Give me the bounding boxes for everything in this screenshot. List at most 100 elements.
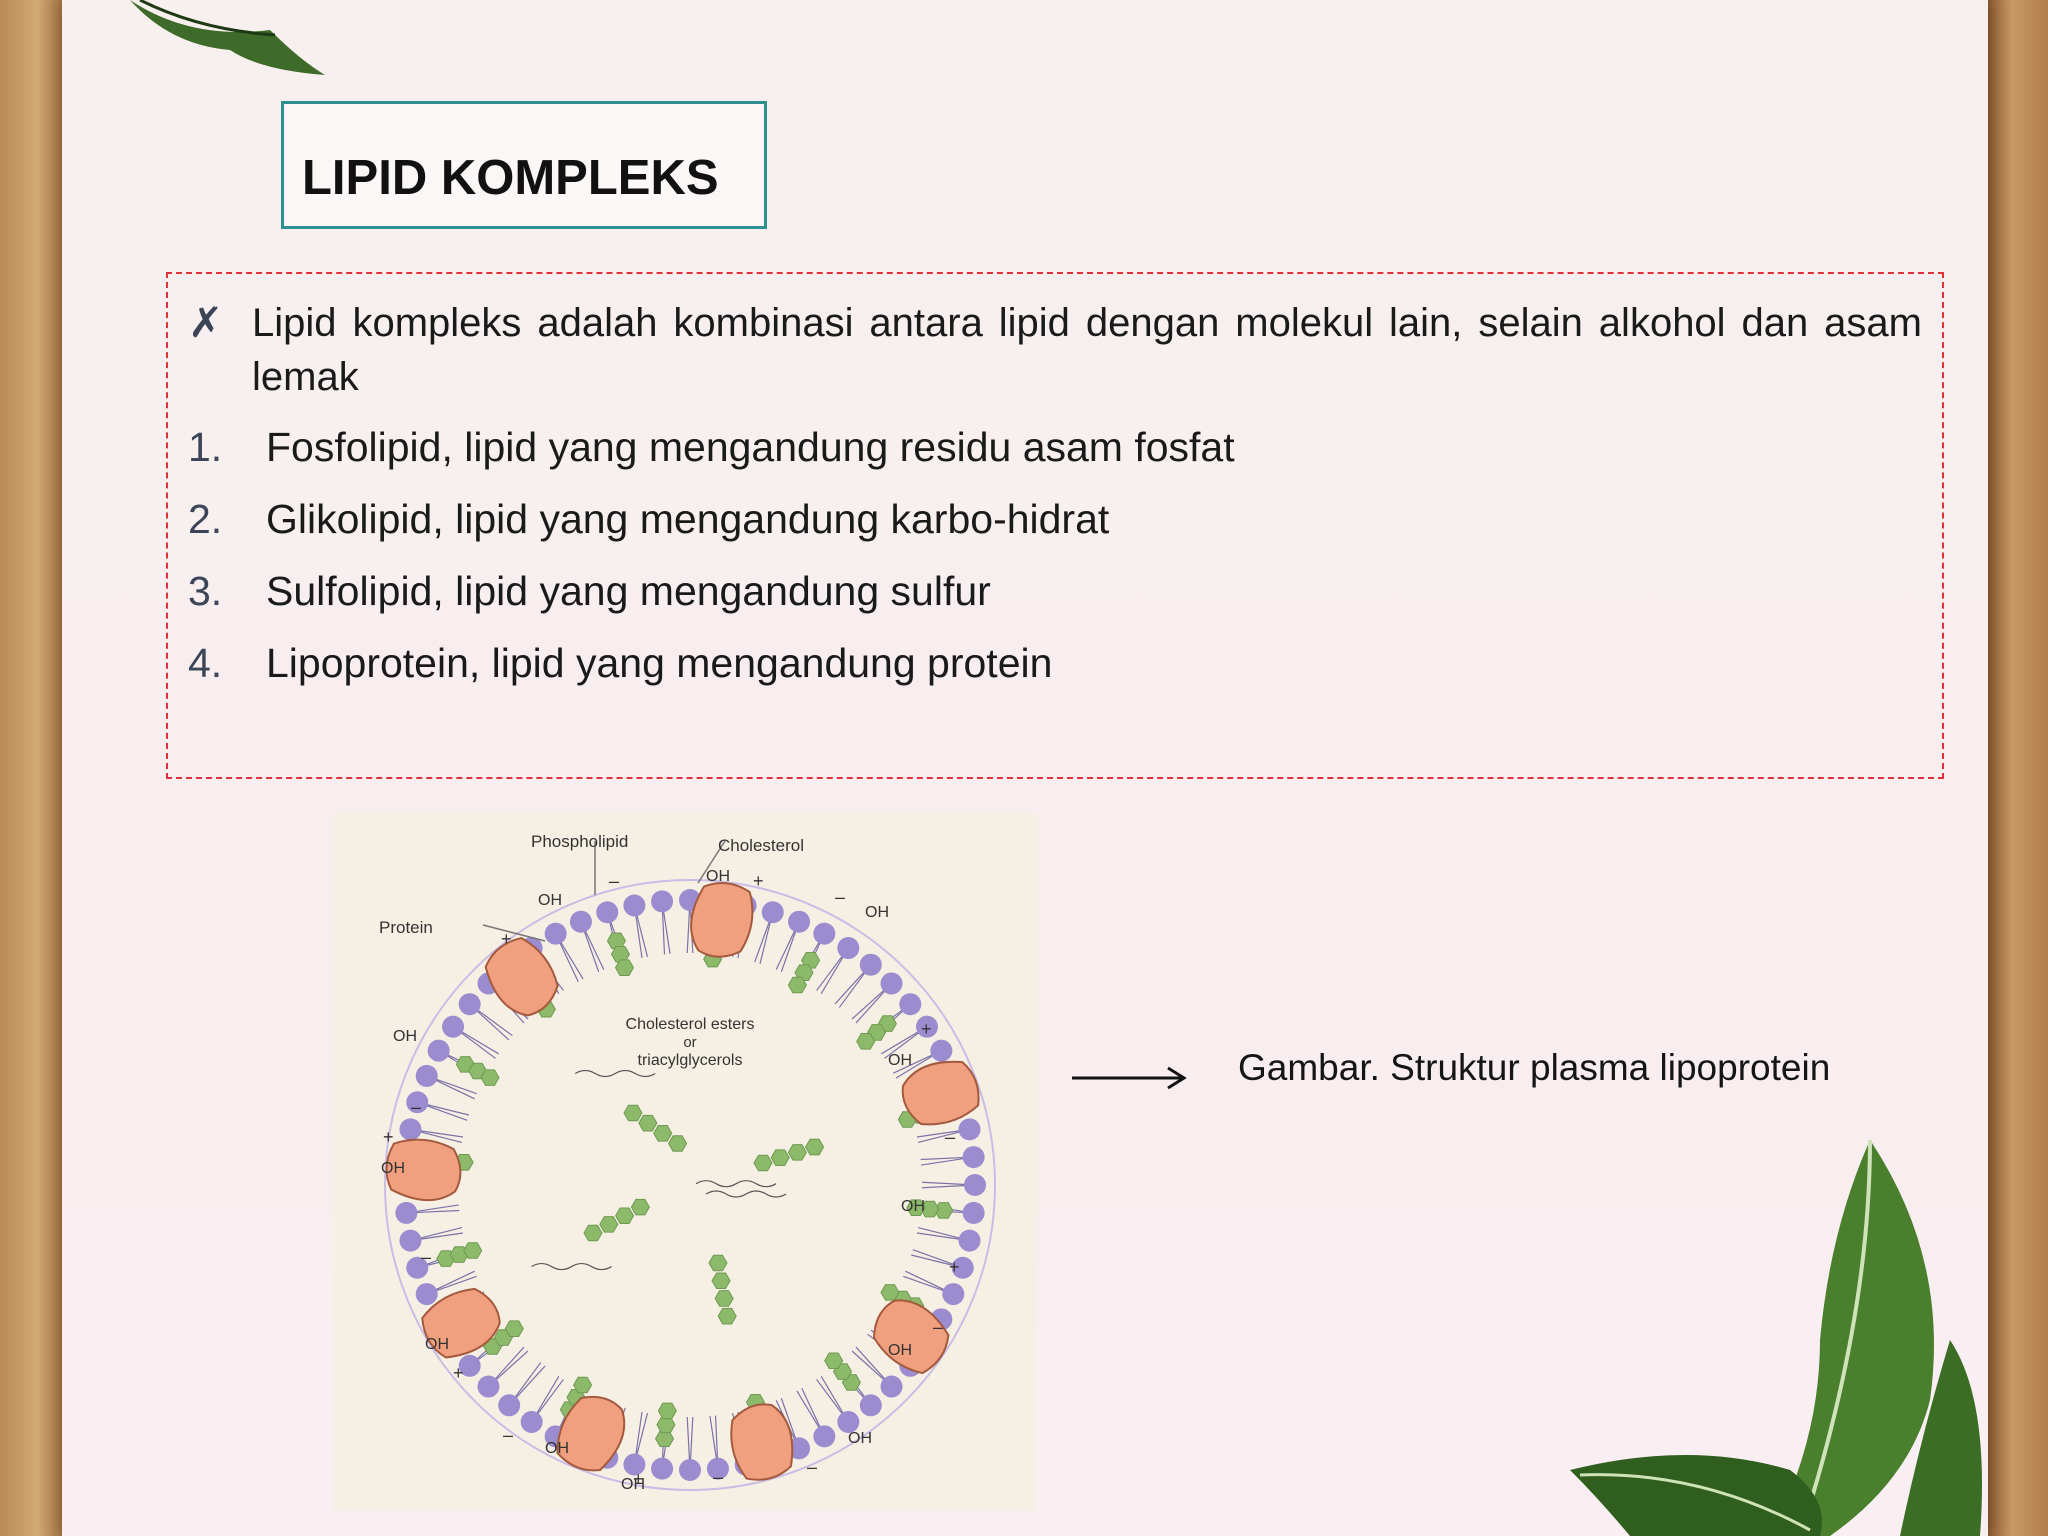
oh-label: OH [425,1336,449,1353]
content-box [166,272,1944,779]
phospholipid-head [477,1375,500,1398]
core-ring [711,1272,731,1290]
core-ring [717,1307,737,1325]
phospholipid-head [951,1256,974,1279]
protein-blob [385,1138,462,1202]
protein-blob [556,1395,626,1472]
cholesterol-ring [801,952,821,969]
phospholipid-head [761,901,784,924]
core-label-line3: triacylglycerols [638,1052,743,1069]
fatty-acid-chain [705,1190,787,1198]
core-ring [599,1216,619,1233]
phospholipid-head [813,1425,836,1448]
phospholipid-head [962,1146,985,1169]
protein-blob [872,1299,950,1375]
oh-label: OH [381,1160,405,1177]
phospholipid-head [569,910,592,933]
core-ring [630,1198,650,1216]
oh-label: OH [888,1052,912,1069]
fatty-acid-chain [695,1180,777,1188]
leaf-top-left-icon [130,0,325,75]
phospholipid-head [813,922,836,945]
phospholipid-head [706,1457,729,1480]
protein-shapes [385,881,980,1481]
cholesterol-ring [657,1402,677,1420]
title-box [281,101,767,229]
core-ring [615,1207,635,1225]
core-ring [805,1138,825,1156]
oh-label: OH [848,1430,872,1447]
plus-sign: + [949,1257,960,1277]
list-text: Lipoprotein, lipid yang mengandung prote… [266,640,1053,686]
protein-label: Protein [379,918,433,937]
list-number: 1. [188,424,223,470]
core-ring [708,1254,728,1272]
cholesterol-ring [794,964,814,981]
phospholipid-head [395,1201,418,1224]
minus-sign: – [807,1457,817,1477]
list-text: Sulfolipid, lipid yang mengandung sulfur [266,568,991,614]
phospholipid-head [880,1375,903,1398]
plus-sign: + [383,1127,394,1147]
intro-paragraph: Lipid kompleks adalah kombinasi antara l… [252,301,1922,399]
phospholipid-head [623,894,646,917]
arrow-right-icon [1072,1066,1187,1090]
phospholipid-head [623,1453,646,1476]
oh-label: OH [706,868,730,885]
phospholipid-head [415,1064,438,1087]
phospholipid-head [859,953,882,976]
minus-sign: – [933,1317,943,1337]
plus-sign: + [921,1019,932,1039]
oh-label: OH [901,1198,925,1215]
core-ring [770,1149,790,1166]
list-number: 3. [188,568,223,614]
cholesterol-ring [654,1430,675,1448]
phospholipid-head [964,1174,986,1196]
phospholipid-head [880,972,903,995]
phospholipid-head [942,1283,965,1306]
cholesterol-ring [880,1284,900,1301]
minus-sign: – [713,1467,723,1487]
minus-sign: – [835,887,845,907]
cholesterol-ring [906,1199,926,1216]
phospholipid-head [399,1229,422,1252]
oh-label: OH [393,1028,417,1045]
phospholipid-head [458,1354,481,1377]
core-label-line1: Cholesterol esters [626,1016,755,1033]
core-ring [753,1154,773,1172]
phospholipid-head [651,1457,674,1480]
protein-blob [901,1060,980,1126]
cholesterol-ring [656,1416,676,1434]
core-ring [667,1135,688,1152]
phospholipid-head [406,1256,429,1279]
core-ring [787,1144,807,1161]
protein-blob [484,936,559,1017]
core-label-line2: or [683,1034,696,1051]
fatty-acid-chain [574,1069,656,1078]
phospholipid-head [859,1394,882,1417]
list-text: Glikolipid, lipid yang mengandung karbo-… [266,496,1110,542]
cholesterol-ring [463,1242,483,1259]
core-ring [583,1224,603,1242]
cholesterol-ring [573,1376,593,1394]
list-number: 2. [188,496,223,542]
phospholipid-head [788,910,811,933]
minus-sign: – [411,1097,421,1117]
protein-blob [730,1403,794,1481]
phospholipid-head [544,922,567,945]
x-mark-icon: ✗ [188,299,224,346]
oh-label: OH [545,1440,569,1457]
phospholipid-head [915,1015,938,1038]
minus-sign: – [421,1247,431,1267]
cholesterol-label: Cholesterol [718,836,804,855]
plus-sign: + [633,1469,644,1489]
phospholipid-head [399,1118,422,1141]
cholesterol-ring [824,1352,844,1370]
phospholipid-head [498,1394,521,1417]
figure-caption: Gambar. Struktur plasma lipoprotein [1238,1047,1831,1088]
protein-blob [690,881,754,958]
cholesterol-ring [787,976,807,994]
core-molecules [531,1069,825,1325]
